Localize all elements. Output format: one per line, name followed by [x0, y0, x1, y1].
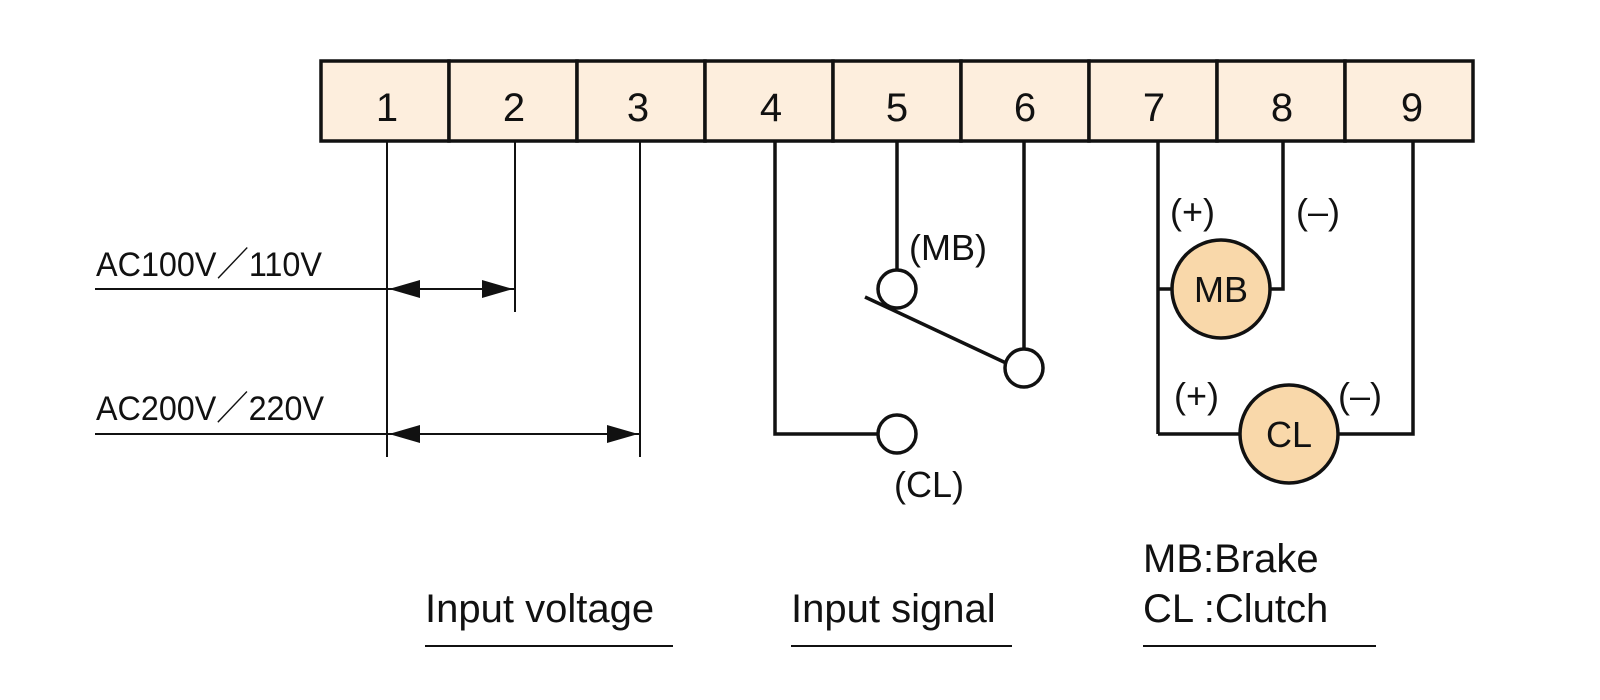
mb-minus-label: (–) — [1296, 191, 1340, 232]
terminal-9-wire — [1338, 141, 1415, 436]
switch-lever — [864, 295, 1007, 365]
legend-clutch: CL :Clutch — [1143, 587, 1328, 631]
cl-coil — [1238, 383, 1340, 485]
terminal-4-wire — [773, 141, 877, 436]
terminal-7-box — [1087, 59, 1219, 143]
terminal-9-label: 9 — [1401, 86, 1423, 130]
ac200-arrow-right — [607, 425, 638, 443]
cl-plus-label: (+) — [1174, 375, 1219, 416]
terminal-6-box — [959, 59, 1091, 143]
ac200-label: AC200V／220V — [96, 390, 324, 428]
terminal-5-label: 5 — [886, 86, 908, 130]
terminal-6-label: 6 — [1014, 86, 1036, 130]
cl-coil-label: CL — [1266, 414, 1312, 455]
terminal-8-label: 8 — [1271, 86, 1293, 130]
ac200-arrow-left — [389, 425, 420, 443]
terminal-1-label: 1 — [376, 86, 398, 130]
input-signal-label: Input signal — [791, 587, 996, 631]
terminal-8-box — [1215, 59, 1347, 143]
terminal-block: 1 2 3 4 5 6 7 8 9 — [319, 59, 1475, 143]
legend-brake: MB:Brake — [1143, 537, 1319, 581]
input-signal-wiring: (MB) (CL) — [773, 141, 1045, 505]
cl-contact-label: (CL) — [894, 464, 964, 505]
mb-contact-label: (MB) — [909, 227, 987, 268]
terminal-4-label: 4 — [760, 86, 782, 130]
terminal-3-label: 3 — [627, 86, 649, 130]
terminal-8-wire — [1270, 141, 1285, 291]
mb-plus-label: (+) — [1170, 191, 1215, 232]
terminal-2-label: 2 — [503, 86, 525, 130]
ac100-arrow-right — [482, 280, 513, 298]
terminal-1-box — [319, 59, 451, 143]
terminal-2-box — [447, 59, 579, 143]
ac100-label: AC100V／110V — [96, 246, 322, 284]
terminal-6-contact — [1003, 347, 1045, 389]
mb-coil-label: MB — [1194, 269, 1248, 310]
coil-wiring: MB CL (+) (–) (+) (–) — [1156, 141, 1415, 485]
terminal-9-box — [1343, 59, 1475, 143]
input-voltage-wiring: AC100V／110V AC200V／220V — [95, 141, 641, 457]
mb-coil — [1170, 238, 1272, 340]
input-voltage-label: Input voltage — [425, 587, 654, 631]
section-labels: Input voltage Input signal MB:Brake CL :… — [425, 537, 1376, 647]
cl-contact — [876, 413, 918, 455]
cl-minus-label: (–) — [1338, 375, 1382, 416]
terminal-7-label: 7 — [1143, 86, 1165, 130]
mb-contact — [876, 268, 918, 310]
ac100-arrow-left — [389, 280, 420, 298]
